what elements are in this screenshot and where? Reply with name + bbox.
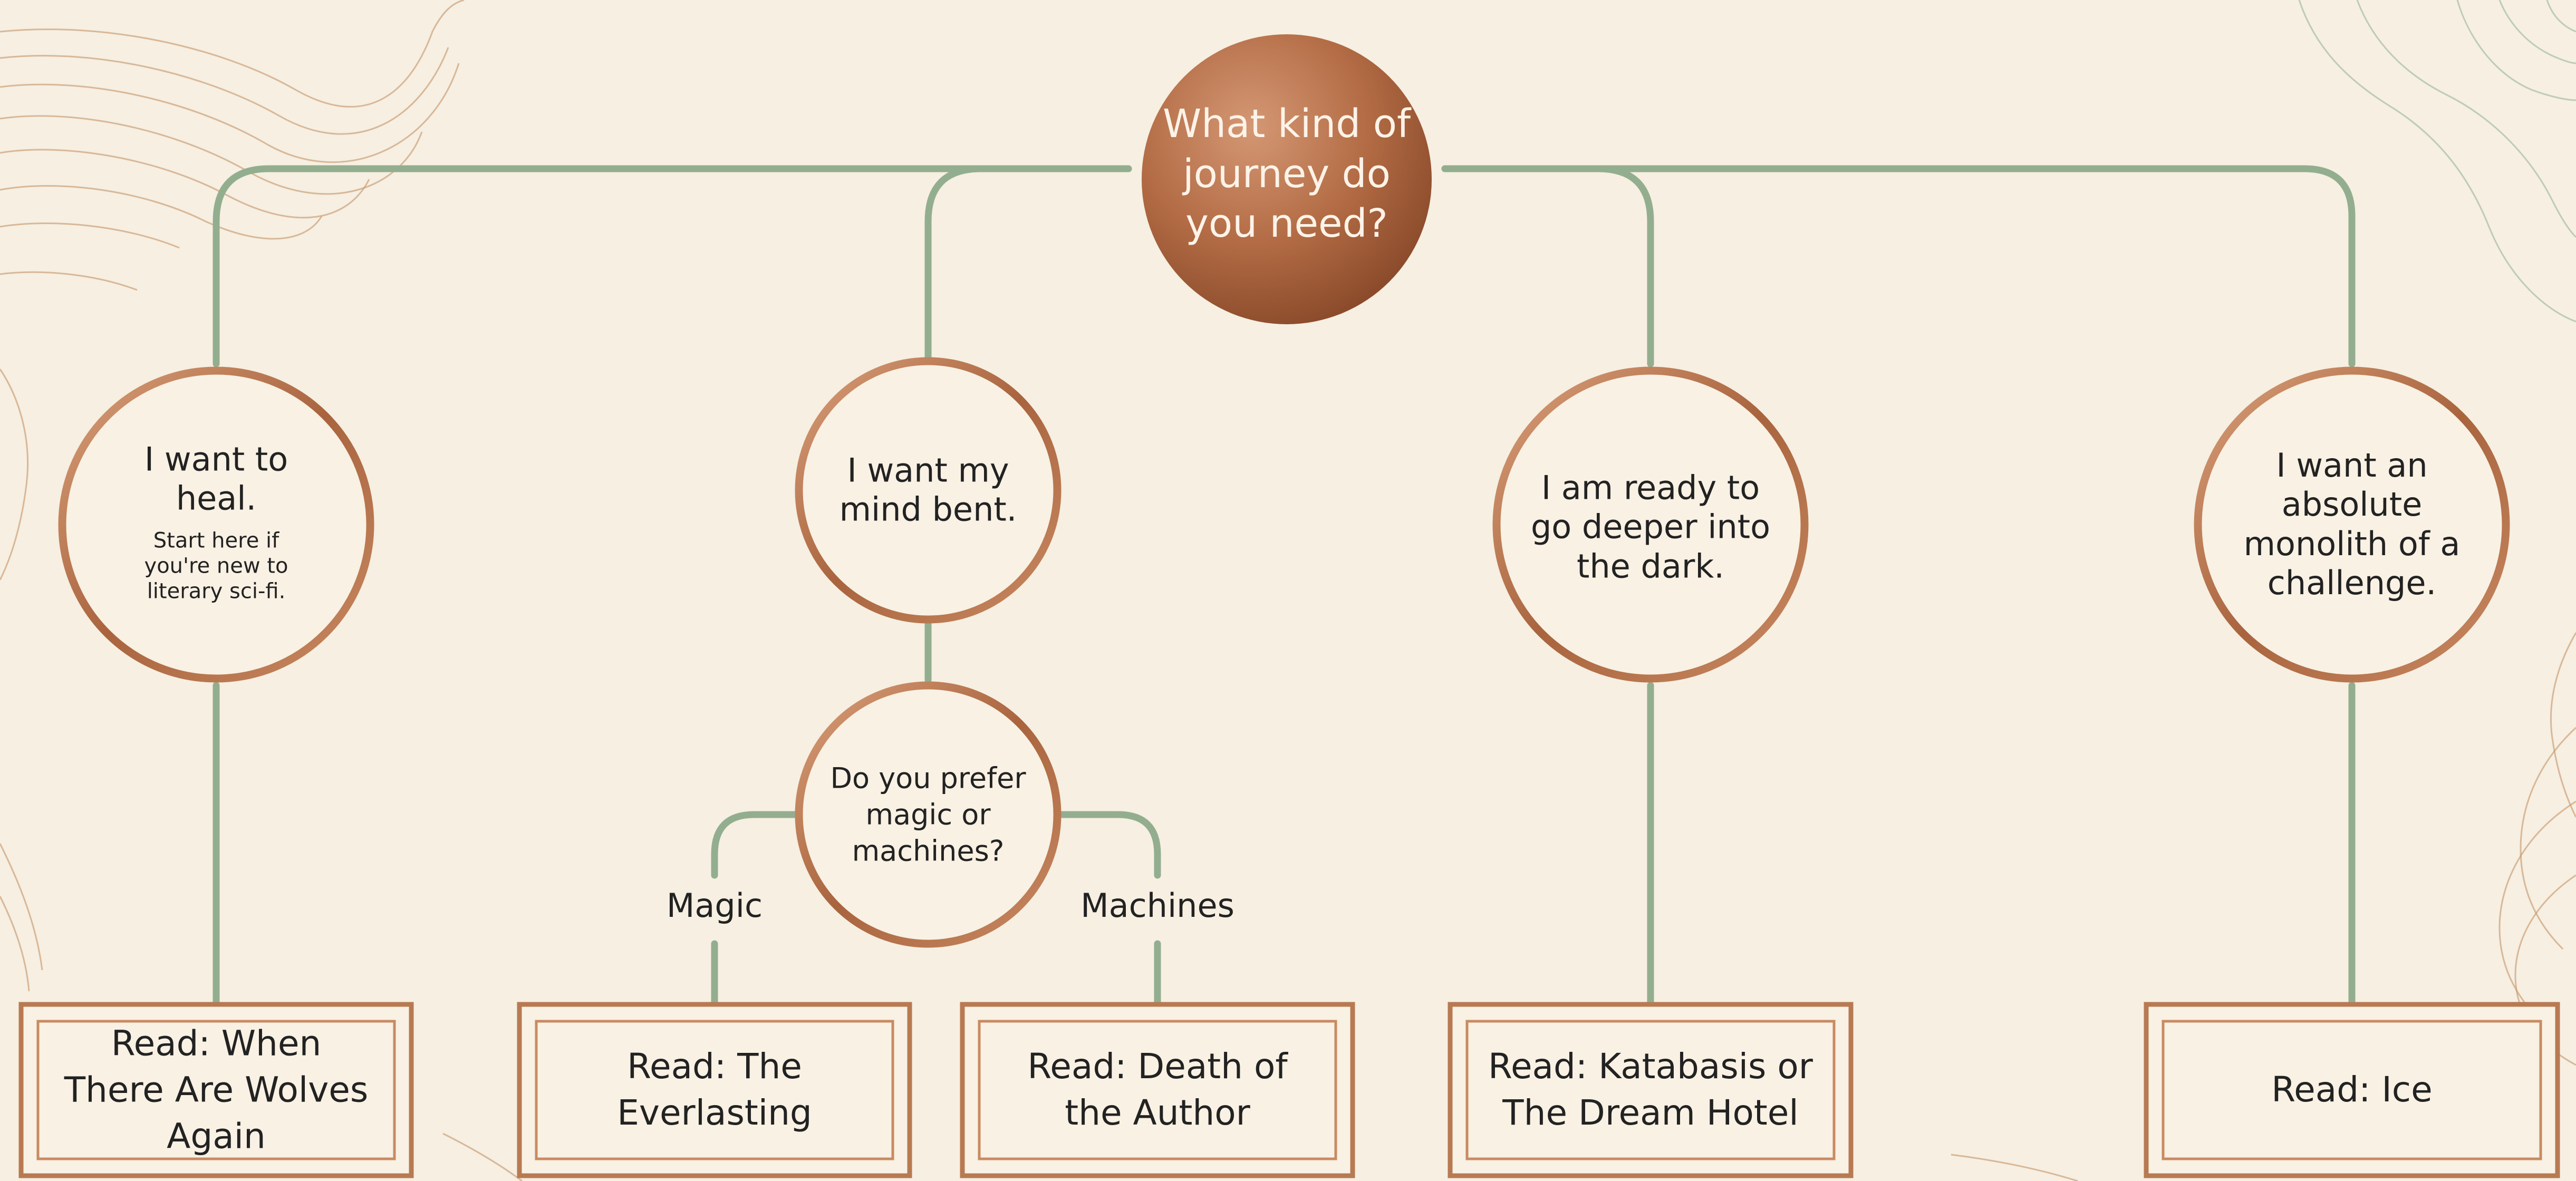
recommendation-text-3: Read: Death of the Author xyxy=(1027,1046,1288,1133)
branch-label-machines: Machines xyxy=(1080,886,1234,925)
branch-label-magic: Magic xyxy=(666,886,763,925)
book-box-1 xyxy=(18,1002,414,1178)
subquestion-node xyxy=(795,681,1062,948)
root-question: What kind of journey do you need? xyxy=(1162,101,1411,247)
subquestion-text: Do you prefer magic or machines? xyxy=(830,761,1026,868)
connector-subquestion-to-magic xyxy=(711,811,803,879)
mind-node xyxy=(795,357,1062,624)
recommendation-text-1: Read: When There Are Wolves Again xyxy=(64,1023,369,1156)
connector-root-to-heal xyxy=(213,165,1132,367)
book-box-2 xyxy=(517,1002,912,1178)
heal-note: Start here if you're new to literary sci… xyxy=(144,528,288,604)
heal-node-text: I want to heal. Start here if you're new… xyxy=(84,440,348,604)
heal-question: I want to heal. xyxy=(144,440,288,518)
mind-question: I want my mind bent. xyxy=(839,451,1017,529)
recommendation-text-2: Read: The Everlasting xyxy=(617,1046,812,1133)
recommendation-boxes xyxy=(18,1002,2560,1178)
connector-lines xyxy=(213,165,2356,1008)
book-box-3 xyxy=(960,1002,1355,1178)
recommendation-text-4: Read: Katabasis or The Dream Hotel xyxy=(1488,1046,1813,1133)
connector-root-to-dark xyxy=(1441,165,1654,367)
question-nodes xyxy=(58,357,2510,948)
book-box-5 xyxy=(2144,1002,2560,1178)
challenge-question: I want an absolute monolith of a challen… xyxy=(2243,446,2461,603)
connector-root-to-mind xyxy=(924,165,1132,362)
dark-question: I am ready to go deeper into the dark. xyxy=(1530,468,1771,586)
dark-node xyxy=(1492,366,1809,683)
connector-subquestion-to-machines xyxy=(1056,811,1161,879)
connector-root-to-challenge xyxy=(1441,165,2356,367)
challenge-node xyxy=(2194,366,2510,683)
heal-node xyxy=(58,366,374,683)
root-node xyxy=(1142,34,1432,324)
recommendation-text-5: Read: Ice xyxy=(2271,1069,2433,1110)
book-box-4 xyxy=(1448,1002,1854,1178)
